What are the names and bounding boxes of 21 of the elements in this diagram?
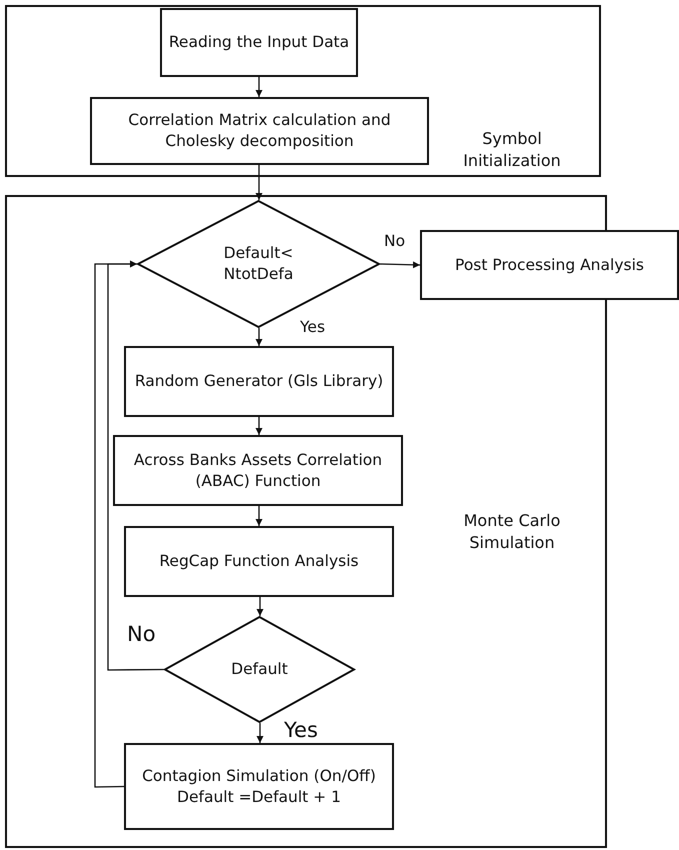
arrow — [256, 328, 262, 346]
decision-text: Default — [230, 659, 289, 680]
process-box: Random Generator (Gls Library) — [124, 346, 394, 417]
group-title: Monte Carlo Simulation — [462, 510, 562, 554]
arrow — [380, 261, 420, 268]
decision-text: Default< NtotDefa — [222, 243, 294, 285]
group-title: Symbol Initialization — [462, 128, 562, 172]
arrow — [256, 77, 262, 97]
process-box: Across Banks Assets Correlation (ABAC) Function — [113, 435, 403, 506]
arrow — [256, 723, 264, 743]
arrow — [256, 597, 264, 616]
arrow — [256, 506, 262, 526]
process-box: RegCap Function Analysis — [124, 526, 394, 597]
arrow — [256, 417, 262, 435]
arrow — [94, 260, 137, 788]
process-box: Contagion Simulation (On/Off) Default =Default + 1 — [124, 743, 394, 830]
arrow — [256, 165, 262, 200]
process-box: Correlation Matrix calculation and Cholesky decomposition — [90, 97, 429, 165]
group-frame — [5, 5, 601, 177]
process-box: Reading the Input Data — [160, 8, 358, 77]
process-box: Post Processing Analysis — [420, 230, 679, 300]
